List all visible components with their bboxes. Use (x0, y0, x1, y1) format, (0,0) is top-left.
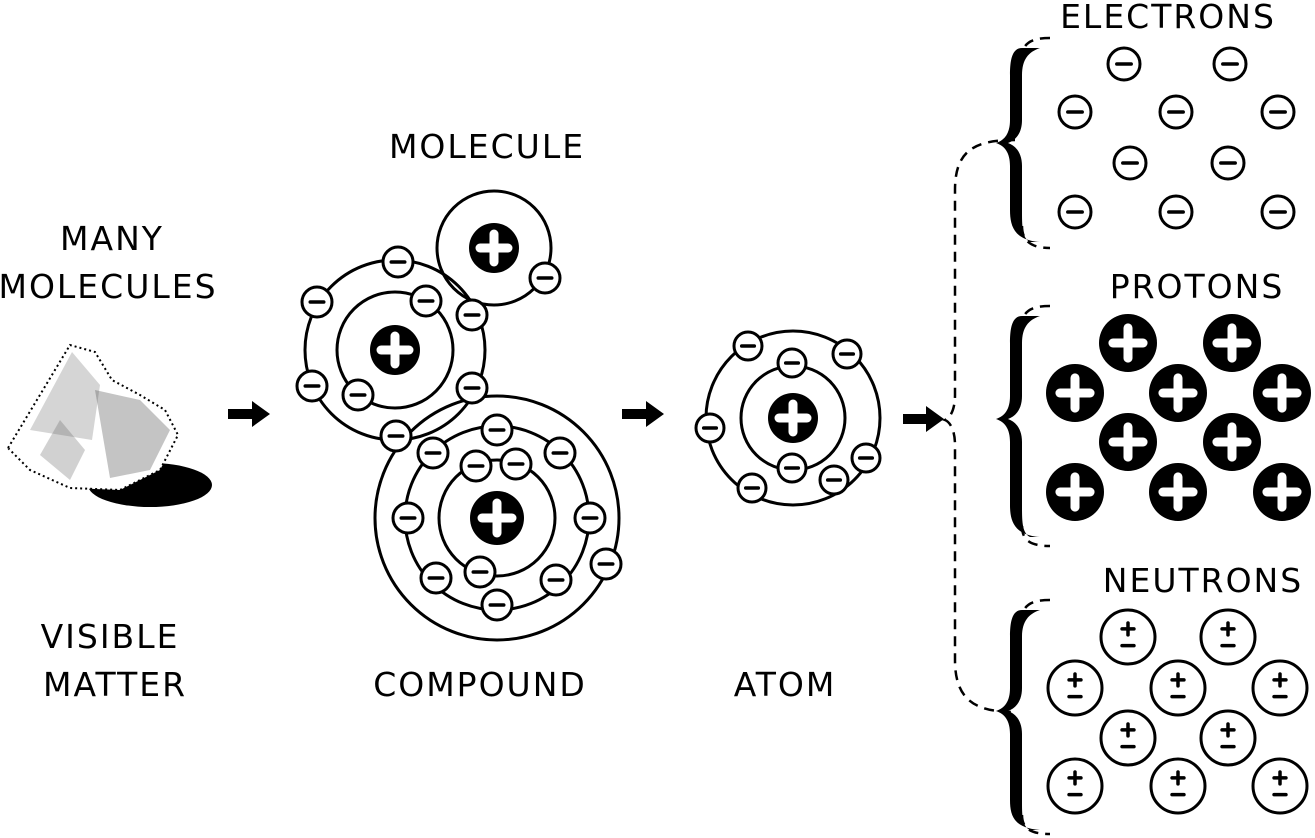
neutron-icon (1099, 709, 1157, 767)
electron-icon (776, 347, 808, 379)
electron-icon (459, 449, 493, 483)
electron-icon (1158, 194, 1194, 230)
proton-icon (1203, 413, 1261, 471)
electron-icon (1210, 145, 1246, 181)
neutron-icon (1149, 757, 1207, 815)
electron-icon (776, 452, 808, 484)
electron-icon (1106, 46, 1142, 82)
protons-label: PROTONS (1110, 267, 1285, 306)
proton-icon (1099, 413, 1157, 471)
electron-icon (573, 501, 607, 535)
electrons-label: ELECTRONS (1060, 0, 1276, 36)
electron-icon (480, 413, 514, 447)
proton-icon (1149, 364, 1207, 422)
proton-icon (1253, 463, 1311, 521)
visible-label-line2: MATTER (43, 665, 187, 704)
electron-icon (341, 378, 375, 412)
electron-icon (539, 563, 573, 597)
main-dashed-brace (941, 138, 1016, 714)
electron-icon (732, 330, 764, 362)
neutrons-label: NEUTRONS (1103, 561, 1303, 600)
electron-icon (1260, 94, 1296, 130)
electron-icon (455, 371, 489, 405)
electron-icon (1057, 194, 1093, 230)
neutron-icon (1251, 659, 1309, 717)
electron-icon (543, 436, 577, 470)
compound-label: COMPOUND (373, 665, 587, 704)
electron-icon (694, 412, 726, 444)
electron-icon (480, 588, 514, 622)
protons-dash-bottom (1020, 525, 1051, 548)
electron-icon (416, 436, 450, 470)
electron-icon (850, 442, 882, 474)
electron-icon (589, 547, 623, 581)
salt-pile-image (6, 343, 212, 507)
electron-icon (391, 501, 425, 535)
molecule-compound-group: MOLECULE COMPOUND (303, 127, 621, 704)
electron-icon (409, 284, 443, 318)
electron-icon (1057, 94, 1093, 130)
neutron-icon (1251, 757, 1309, 815)
neutron-icon (1199, 709, 1257, 767)
electron-icon (1212, 46, 1248, 82)
neutron-icon (1149, 659, 1207, 717)
electron-icon (455, 298, 489, 332)
neutron-icon (1046, 757, 1104, 815)
electron-icon (1112, 145, 1148, 181)
neutrons-dash-bottom (1020, 814, 1051, 836)
electron-icon (736, 472, 768, 504)
neutrons-brace (996, 610, 1040, 830)
electron-icon (528, 261, 562, 295)
many-label-line1: MANY (60, 219, 164, 258)
atom-group: ATOM (704, 329, 882, 704)
small-atom (435, 189, 553, 307)
visible-label-line1: VISIBLE (41, 617, 180, 656)
proton-icon (1149, 463, 1207, 521)
electron-icon (1260, 194, 1296, 230)
right-arrow-icon-2 (622, 401, 664, 427)
electron-icon (381, 245, 415, 279)
visible-matter-group: MANY MOLECULES VISIBLE MATTER (0, 219, 218, 704)
proton-icon (1203, 314, 1261, 372)
electron-icon (300, 285, 334, 319)
electron-icon (419, 561, 453, 595)
proton-icon (1046, 364, 1104, 422)
electron-icon (818, 464, 850, 496)
atom-label: ATOM (734, 665, 837, 704)
neutron-icon (1099, 608, 1157, 666)
proton-icon (1046, 463, 1104, 521)
right-arrow-icon-3 (903, 406, 944, 432)
particles-group: ELECTRONS PROTONS NEUTRONS (941, 0, 1303, 836)
right-arrow-icon-1 (228, 401, 270, 427)
many-label-line2: MOLECULES (0, 267, 218, 306)
electrons-brace (996, 48, 1040, 242)
electron-icon (1158, 94, 1194, 130)
electron-icon (295, 369, 329, 403)
electron-icon (831, 338, 863, 370)
proton-icon (1099, 314, 1157, 372)
neutron-icon (1199, 608, 1257, 666)
protons-brace (996, 316, 1040, 537)
neutron-icon (1046, 659, 1104, 717)
medium-atom (303, 258, 487, 442)
electron-icon (379, 419, 413, 453)
electrons-dash-bottom (1020, 225, 1051, 250)
proton-icon (1253, 364, 1311, 422)
electron-icon (463, 555, 497, 589)
molecule-label: MOLECULE (389, 127, 585, 166)
electron-icon (499, 447, 533, 481)
particle-glyphs (295, 46, 1311, 815)
